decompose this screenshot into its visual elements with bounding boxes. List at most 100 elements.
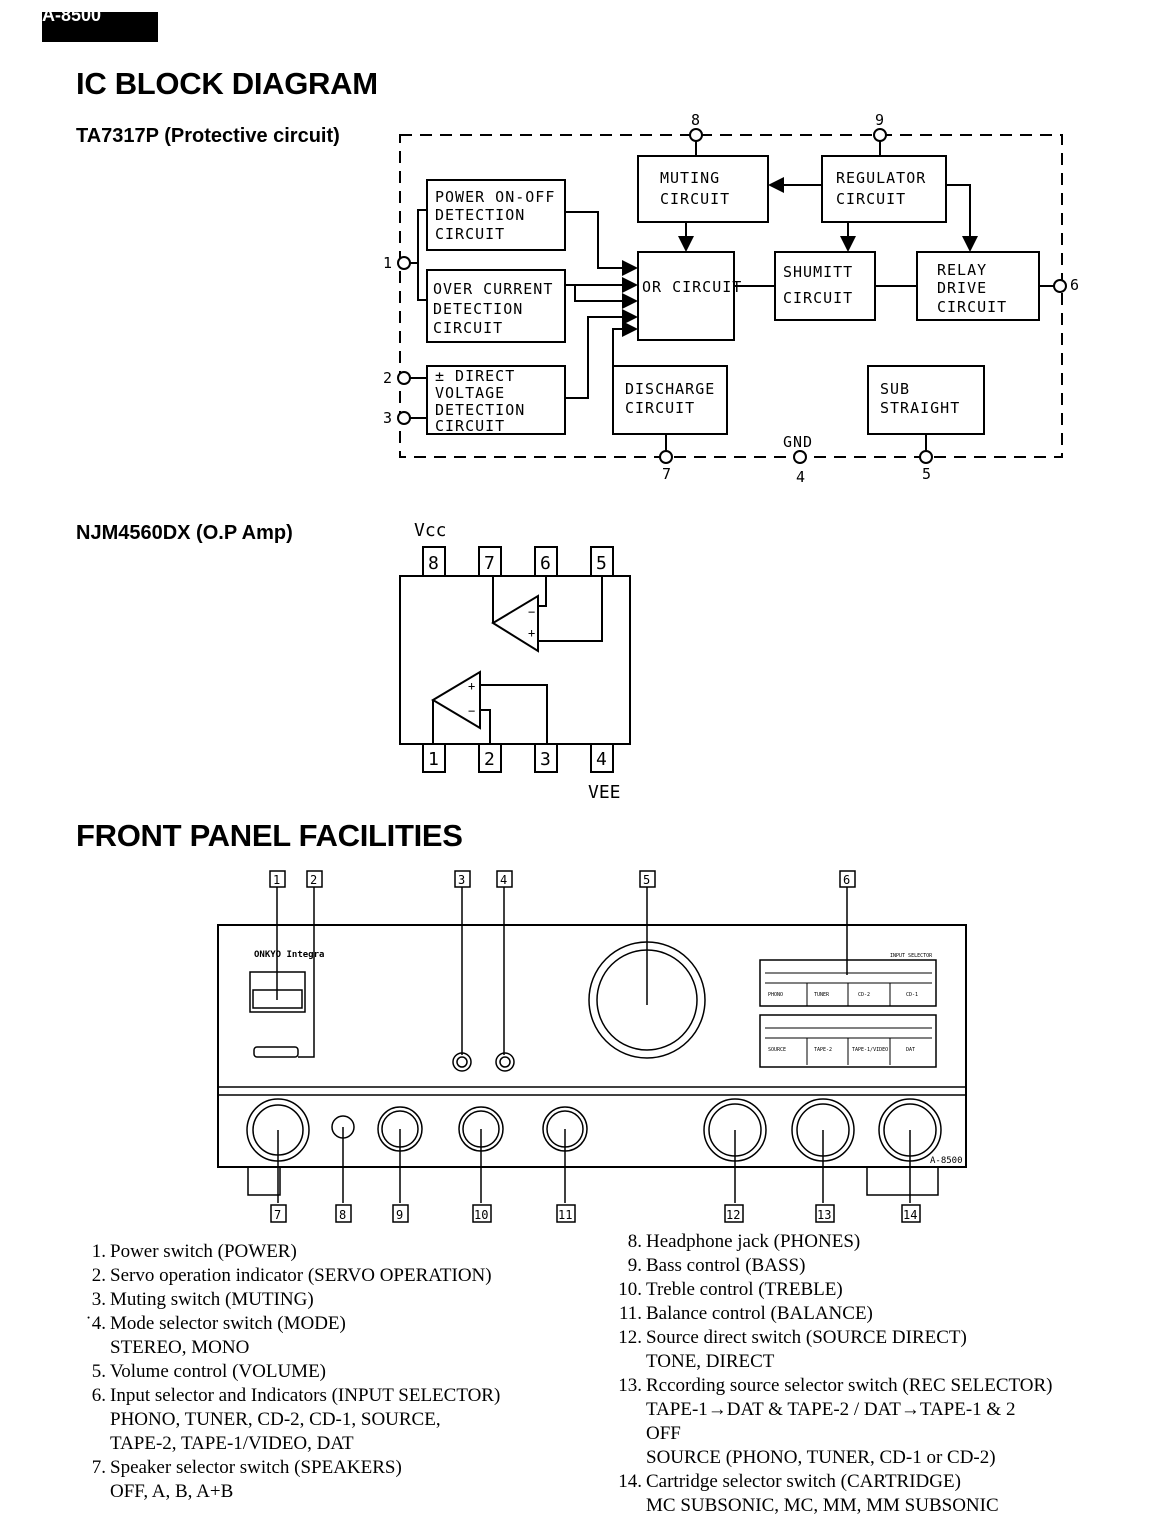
block-muting-line2: CIRCUIT — [660, 190, 730, 208]
callout-1: 1 — [273, 873, 280, 887]
item-options: OFF — [646, 1423, 681, 1444]
block-dcv-line3: DETECTION — [435, 401, 525, 419]
pin-3: 3 — [383, 409, 393, 427]
pin-1: 1 — [383, 254, 393, 272]
item-number: 3. — [91, 1289, 106, 1310]
block-regulator-line1: REGULATOR — [836, 169, 926, 187]
item-text: Speaker selector switch (SPEAKERS) — [110, 1457, 402, 1478]
list-item: 3.Muting switch (MUTING) — [76, 1288, 616, 1312]
gnd-label: GND — [783, 433, 813, 451]
callout-8: 8 — [339, 1208, 346, 1222]
item-number: 11. — [618, 1303, 642, 1324]
item-text: Balance control (BALANCE) — [646, 1303, 873, 1324]
callout-14: 14 — [903, 1208, 917, 1222]
list-item: 5.Volume control (VOLUME) — [76, 1360, 616, 1384]
facilities-list-right: 8.Headphone jack (PHONES)9.Bass control … — [612, 1230, 1152, 1518]
block-dcv-line2: VOLTAGE — [435, 384, 505, 402]
block-relay-line3: CIRCUIT — [937, 298, 1007, 316]
item-number: 8. — [627, 1231, 642, 1252]
item-text: Volume control (VOLUME) — [110, 1361, 327, 1382]
item-number: 10. — [618, 1279, 642, 1300]
btn-source: SOURCE — [768, 1047, 786, 1053]
item-options: TONE, DIRECT — [646, 1351, 775, 1372]
list-item: 14.Cartridge selector switch (CARTRIDGE)… — [612, 1470, 1152, 1518]
model-label: A-8500 — [930, 1156, 963, 1166]
callout-3: 3 — [458, 873, 465, 887]
item-number: ˙4. — [85, 1313, 106, 1334]
callout-4: 4 — [500, 873, 507, 887]
callout-13: 13 — [817, 1208, 831, 1222]
njm4560dx-diagram: Vcc 8 7 6 5 1 2 3 4 VEE − + + − — [399, 520, 631, 803]
amp-b-plus: + — [468, 679, 475, 693]
item-text: Bass control (BASS) — [646, 1255, 806, 1276]
item-text: Headphone jack (PHONES) — [646, 1231, 861, 1252]
input-selector-label: INPUT SELECTOR — [890, 953, 933, 959]
item-number: 5. — [91, 1361, 106, 1382]
section-title-ic-block-diagram: IC BLOCK DIAGRAM — [76, 66, 378, 101]
list-item: 7.Speaker selector switch (SPEAKERS) OFF,… — [76, 1456, 616, 1504]
item-options: STEREO, MONO — [110, 1337, 250, 1358]
list-item: 1.Power switch (POWER) — [76, 1240, 616, 1264]
block-discharge-line2: CIRCUIT — [625, 399, 695, 417]
item-number: 1. — [91, 1241, 106, 1262]
item-number: 9. — [627, 1255, 642, 1276]
block-sub-line2: STRAIGHT — [880, 399, 960, 417]
btn-tape1video: TAPE-1/VIDEO — [852, 1047, 888, 1053]
block-shumitt-line2: CIRCUIT — [783, 289, 853, 307]
callout-2: 2 — [310, 873, 317, 887]
item-text: Mode selector switch (MODE) — [110, 1313, 346, 1334]
pin-6: 6 — [1070, 276, 1080, 294]
block-or: OR CIRCUIT — [642, 278, 742, 296]
block-dcv-line1: ± DIRECT — [435, 367, 515, 385]
vcc-label: Vcc — [414, 520, 447, 541]
item-text: Muting switch (MUTING) — [110, 1289, 314, 1310]
item-options: SOURCE (PHONO, TUNER, CD-1 or CD-2) — [646, 1447, 996, 1468]
block-power-line1: POWER ON-OFF — [435, 188, 555, 206]
pin-top-8: 8 — [428, 553, 439, 574]
callout-11: 11 — [558, 1208, 572, 1222]
item-options: OFF, A, B, A+B — [110, 1481, 234, 1502]
pin-bottom-3: 3 — [540, 749, 551, 770]
block-muting-line1: MUTING — [660, 169, 720, 187]
pin-top-7: 7 — [484, 553, 495, 574]
header-tab: A-8500 — [42, 12, 158, 42]
block-overcurrent-line2: DETECTION — [433, 300, 523, 318]
block-power-line3: CIRCUIT — [435, 225, 505, 243]
btn-cd1: CD-1 — [906, 992, 918, 998]
item-number: 7. — [91, 1457, 106, 1478]
callout-5: 5 — [643, 873, 650, 887]
btn-phono: PHONO — [768, 992, 783, 998]
pin-2: 2 — [383, 369, 393, 387]
list-item: ˙4.Mode selector switch (MODE) STEREO, MO… — [76, 1312, 616, 1360]
item-text: Rccording source selector switch (REC SE… — [646, 1375, 1053, 1396]
ta7317p-label: TA7317P (Protective circuit) — [76, 125, 340, 147]
item-options: MC SUBSONIC, MC, MM, MM SUBSONIC — [646, 1495, 999, 1516]
btn-tuner: TUNER — [814, 992, 830, 998]
item-text: Cartridge selector switch (CARTRIDGE) — [646, 1471, 961, 1492]
block-overcurrent-line3: CIRCUIT — [433, 319, 503, 337]
block-discharge-line1: DISCHARGE — [625, 380, 715, 398]
block-power-line2: DETECTION — [435, 206, 525, 224]
item-number: 6. — [91, 1385, 106, 1406]
pin-9: 9 — [875, 111, 885, 129]
list-item: 9.Bass control (BASS) — [612, 1254, 1152, 1278]
item-number: 13. — [618, 1375, 642, 1396]
block-relay-line1: RELAY — [937, 261, 987, 279]
item-text: Source direct switch (SOURCE DIRECT) — [646, 1327, 967, 1348]
item-options: PHONO, TUNER, CD-2, CD-1, SOURCE, — [110, 1409, 441, 1430]
pin-bottom-1: 1 — [428, 749, 439, 770]
block-relay-line2: DRIVE — [937, 279, 987, 297]
item-options: TAPE-2, TAPE-1/VIDEO, DAT — [110, 1433, 354, 1454]
list-item: 10.Treble control (TREBLE) — [612, 1278, 1152, 1302]
item-options: TAPE-1→DAT & TAPE-2 / DAT→TAPE-1 & 2 — [646, 1399, 1016, 1420]
btn-tape2: TAPE-2 — [814, 1047, 832, 1053]
callout-9: 9 — [396, 1208, 403, 1222]
block-shumitt-line1: SHUMITT — [783, 263, 853, 281]
btn-cd2: CD-2 — [858, 992, 870, 998]
block-overcurrent-line1: OVER CURRENT — [433, 280, 553, 298]
btn-dat: DAT — [906, 1047, 915, 1053]
list-item: 11.Balance control (BALANCE) — [612, 1302, 1152, 1326]
pin-5: 5 — [922, 465, 932, 483]
callout-7: 7 — [274, 1208, 281, 1222]
brand-logo-text: ONKYO Integra — [254, 950, 324, 960]
